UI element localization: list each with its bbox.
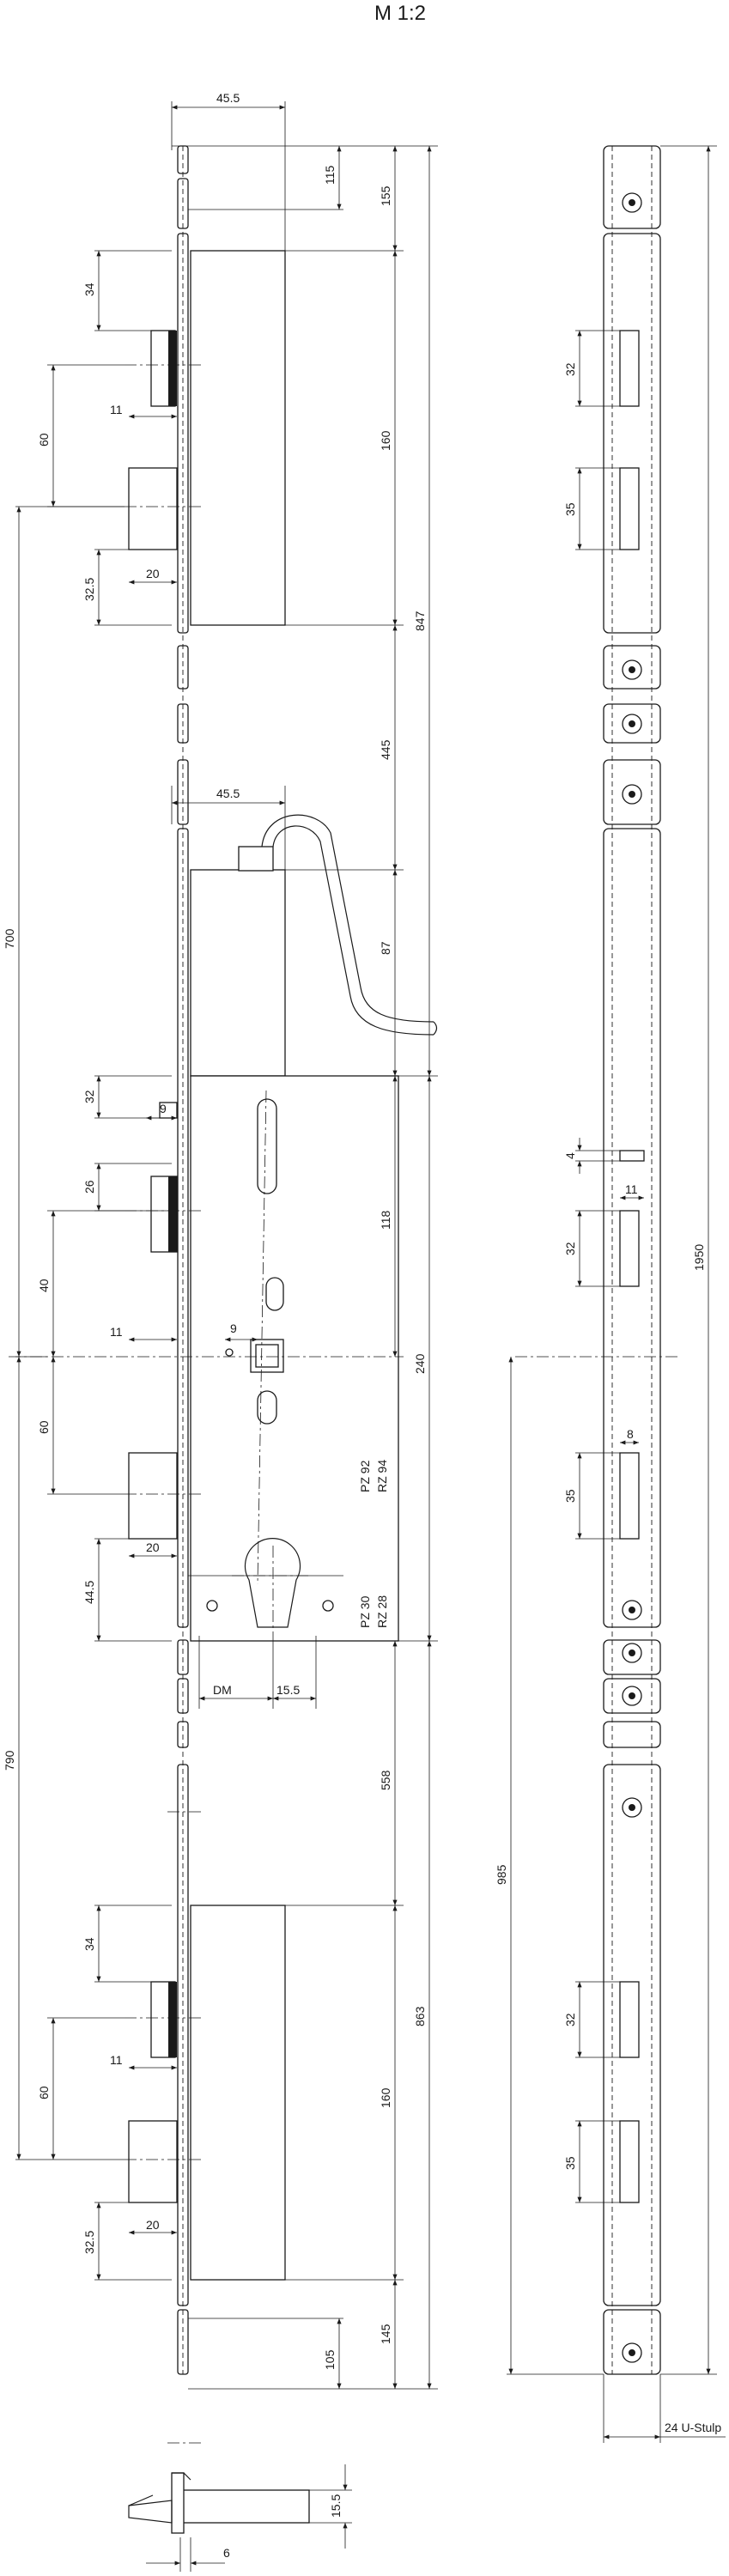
side-total-1950: 1950 (692, 1244, 706, 1271)
side-dim-32c: 32 (563, 2013, 577, 2026)
dim-l-34c: 34 (82, 1937, 96, 1951)
dim-r-160a: 160 (379, 430, 392, 451)
follower-slot (257, 1098, 277, 1194)
side-dim-11: 11 (625, 1182, 638, 1196)
dim-r-155: 155 (379, 185, 392, 206)
dim-l-9a: 9 (160, 1102, 167, 1115)
rz-28: RZ 28 (375, 1595, 389, 1628)
dim-overall-847: 847 (413, 611, 427, 631)
dim-l-60c: 60 (37, 2086, 51, 2099)
side-dim-32b: 32 (563, 1242, 577, 1255)
lower-lock-case (190, 1905, 286, 2281)
dim-l-32b: 32 (82, 1090, 96, 1103)
dim-overall-863: 863 (413, 2006, 427, 2026)
lever-rod (261, 814, 434, 1023)
lever-base (238, 846, 274, 872)
dim-l-11c: 11 (110, 2053, 123, 2067)
dim-l-44-5: 44.5 (82, 1581, 96, 1604)
dim-l-9b: 9 (230, 1321, 237, 1335)
rz-94: RZ 94 (375, 1460, 389, 1492)
dim-l-20b: 20 (146, 1540, 160, 1554)
side-dim-4: 4 (563, 1152, 577, 1159)
dm-value: 15.5 (276, 1683, 300, 1697)
dm-label: DM (213, 1683, 232, 1697)
dimension-lines-left (15, 250, 258, 2281)
dim-mid-width: 45.5 (216, 787, 240, 800)
dim-l-11b: 11 (110, 1325, 123, 1339)
dim-l-20c: 20 (146, 2218, 160, 2232)
dim-l-26: 26 (82, 1180, 96, 1194)
screw-right (322, 1600, 334, 1612)
dim-long-700: 700 (3, 928, 16, 949)
side-view (507, 145, 726, 2443)
dead-bolt (128, 1452, 178, 1540)
side-dim-35a: 35 (563, 502, 577, 516)
dim-r-115: 115 (323, 165, 337, 185)
dim-r-87: 87 (379, 941, 392, 955)
pz-92: PZ 92 (358, 1460, 372, 1492)
dim-l-11a: 11 (110, 403, 123, 416)
dim-l-60b: 60 (37, 1420, 51, 1434)
side-openings (619, 330, 645, 2203)
side-dim-35c: 35 (563, 2156, 577, 2170)
upper-lock-case (190, 250, 286, 626)
dim-l-32-5c: 32.5 (82, 2231, 96, 2254)
dimension-text: 45.5 45.5 115 155 160 445 87 118 240 558… (3, 91, 721, 2560)
cylinder-profile (244, 1538, 301, 1628)
dim-long-790: 790 (3, 1750, 16, 1771)
dim-l-20a: 20 (146, 567, 160, 580)
dim-l-32-5a: 32.5 (82, 578, 96, 601)
dim-l-60a: 60 (37, 433, 51, 447)
upper-bolt-large (128, 467, 178, 550)
faceplate-segments (177, 145, 189, 2375)
dim-r-240: 240 (413, 1353, 427, 1374)
side-screws (622, 192, 642, 2363)
front-view (9, 101, 438, 2444)
scale-label: M 1:2 (374, 2, 427, 25)
dimension-lines-right (172, 105, 432, 2389)
side-stulp: 24 U-Stulp (665, 2421, 721, 2434)
dim-r-118: 118 (379, 1210, 392, 1230)
pz-30: PZ 30 (358, 1595, 372, 1628)
dim-r-445: 445 (379, 739, 392, 760)
side-center-985: 985 (495, 1864, 508, 1885)
bolt-detail (128, 2464, 352, 2572)
hole-1 (265, 1277, 284, 1311)
dim-r-160b: 160 (379, 2087, 392, 2108)
side-dim-35b: 35 (563, 1489, 577, 1503)
side-dim-32a: 32 (563, 362, 577, 376)
screw-left (206, 1600, 218, 1612)
dim-r-105: 105 (323, 2349, 337, 2370)
dim-r-145: 145 (379, 2324, 392, 2344)
mid-housing (190, 869, 286, 1077)
lower-bolt-large (128, 2120, 178, 2203)
dim-r-558: 558 (379, 1770, 392, 1790)
dim-top-width: 45.5 (216, 91, 240, 105)
detail-width: 6 (223, 2546, 230, 2560)
side-dim-8: 8 (627, 1427, 634, 1441)
dim-l-40: 40 (37, 1279, 51, 1292)
hole-2 (257, 1390, 277, 1425)
central-lock-case (190, 1075, 399, 1642)
dim-l-34a: 34 (82, 283, 96, 296)
detail-height: 15.5 (329, 2494, 343, 2518)
side-dimension-lines (507, 145, 726, 2443)
